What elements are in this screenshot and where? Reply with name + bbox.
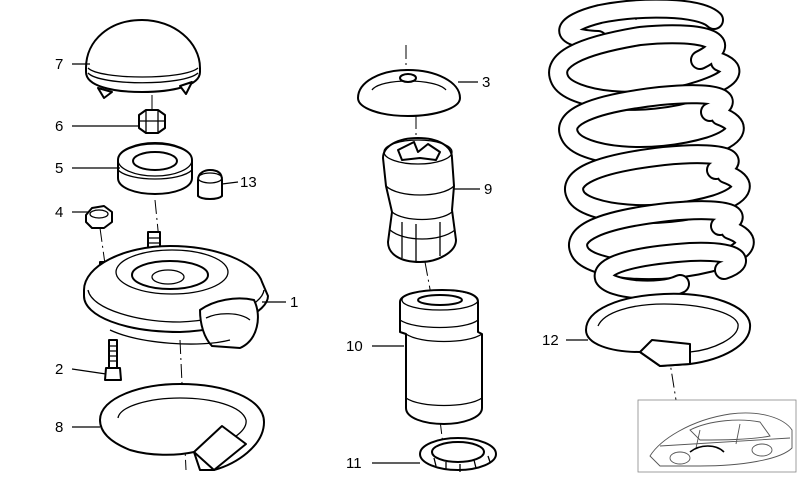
part-3-washer: [357, 69, 461, 117]
callout-12: 12: [542, 332, 559, 349]
vehicle-location-thumbnail: [637, 399, 797, 473]
callout-4: 4: [55, 204, 63, 221]
callout-13: 13: [240, 174, 257, 191]
callout-2: 2: [55, 361, 63, 378]
part-10-dust-tube: [399, 289, 483, 425]
callout-7: 7: [55, 56, 63, 73]
middle-center-axis: [405, 45, 447, 471]
callout-10: 10: [346, 338, 363, 355]
callout-8: 8: [55, 419, 63, 436]
callout-1: 1: [290, 294, 298, 311]
part-6-nut: [138, 109, 166, 134]
part-2-bolt: [104, 339, 122, 381]
part-11-ring: [419, 437, 497, 472]
callout-3: 3: [482, 74, 490, 91]
part-12-spring-seat: [585, 292, 752, 367]
part-9-bump-stop: [382, 137, 457, 263]
part-5-bearing: [117, 142, 193, 195]
callout-9: 9: [484, 181, 492, 198]
callout-11: 11: [346, 455, 362, 472]
part-12-coil-spring: [548, 0, 755, 300]
part-8-spring-pad: [99, 383, 265, 471]
part-13-buffer: [197, 169, 223, 200]
callouts: 7 6 5 4 2 8 1 13 3 9 10 11 12: [55, 56, 588, 472]
callout-5: 5: [55, 160, 63, 177]
part-7-dust-cap: [85, 19, 201, 99]
part-4-flange-nut: [85, 205, 113, 229]
callout-6: 6: [55, 118, 63, 135]
part-1-strut-mount: [83, 245, 269, 349]
